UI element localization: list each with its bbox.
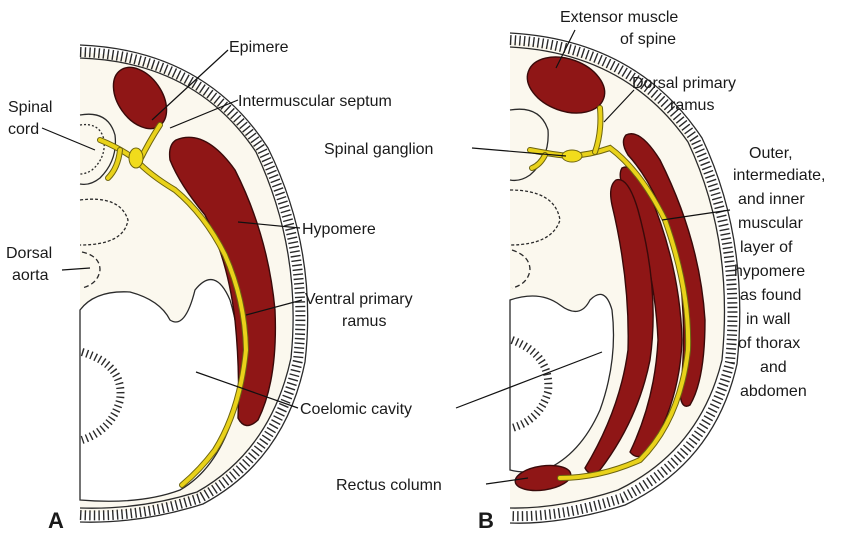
- label-dorsal-ramus-line2: ramus: [670, 97, 714, 114]
- label-outer-layers-9: and: [760, 359, 787, 376]
- label-extensor-line2: of spine: [620, 31, 676, 48]
- label-dorsal-aorta-line1: Dorsal: [6, 245, 52, 262]
- label-ventral-ramus-line2: ramus: [342, 313, 386, 330]
- label-rectus-column: Rectus column: [336, 477, 442, 494]
- label-spinal-cord-line2: cord: [8, 121, 39, 138]
- label-spinal-cord-line1: Spinal: [8, 99, 52, 116]
- label-intermuscular-septum: Intermuscular septum: [238, 93, 392, 110]
- panel-b: Extensor muscle of spine Dorsal primary …: [324, 9, 826, 533]
- label-outer-layers-4: layer of: [740, 239, 793, 256]
- label-coelomic-cavity: Coelomic cavity: [300, 401, 412, 418]
- label-outer-layers-10: abdomen: [740, 383, 807, 400]
- label-outer-layers-3: muscular: [738, 215, 804, 232]
- label-outer-layers-0: Outer,: [749, 145, 793, 162]
- label-hypomere: Hypomere: [302, 221, 376, 238]
- panel-letter-b: B: [478, 508, 494, 533]
- panel-letter-a: A: [48, 508, 64, 533]
- spinal-ganglion-a: [129, 148, 143, 168]
- label-outer-layers-5: hypomere: [734, 263, 805, 280]
- label-outer-layers-6: as found: [740, 287, 801, 304]
- label-outer-layers-8: of thorax: [738, 335, 800, 352]
- label-outer-layers-1: intermediate,: [733, 167, 826, 184]
- label-epimere: Epimere: [229, 39, 289, 56]
- panel-a: Epimere Intermuscular septum Spinal cord…: [6, 39, 413, 533]
- label-outer-layers-7: in wall: [746, 311, 790, 328]
- label-ventral-ramus-line1: Ventral primary: [305, 291, 413, 308]
- label-outer-layers-2: and inner: [738, 191, 805, 208]
- label-extensor-line1: Extensor muscle: [560, 9, 678, 26]
- label-spinal-ganglion: Spinal ganglion: [324, 141, 433, 158]
- label-dorsal-aorta-line2: aorta: [12, 267, 49, 284]
- label-dorsal-ramus-line1: Dorsal primary: [632, 75, 736, 92]
